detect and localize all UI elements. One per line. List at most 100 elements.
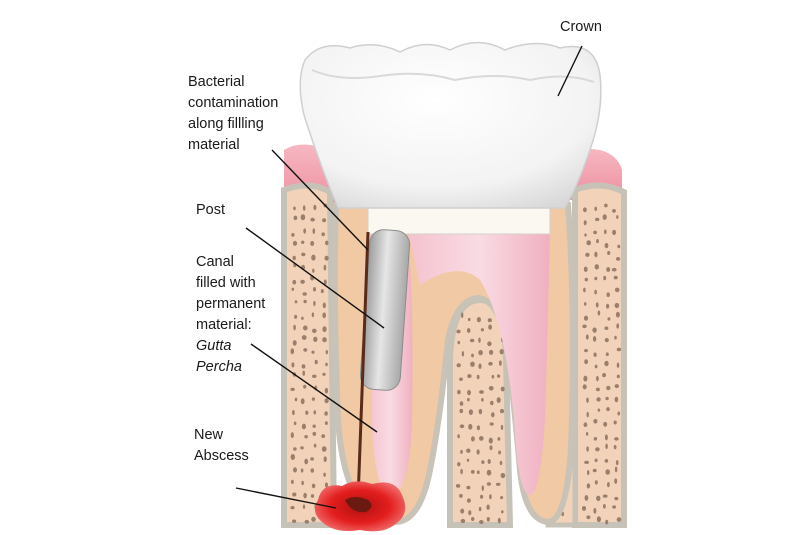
bone-pore bbox=[311, 397, 315, 401]
bone-pore bbox=[603, 504, 606, 509]
bone-pore bbox=[304, 435, 308, 439]
bone-pore bbox=[291, 479, 294, 484]
bone-pore bbox=[322, 302, 326, 309]
bone-pore bbox=[596, 495, 601, 501]
bone-pore bbox=[606, 303, 610, 309]
bone-pore bbox=[605, 519, 609, 525]
bone-pore bbox=[293, 421, 297, 426]
bone-pore bbox=[293, 215, 298, 221]
bone-pore bbox=[594, 289, 597, 295]
bone-pore bbox=[460, 518, 466, 524]
bone-pore bbox=[468, 409, 473, 415]
bone-pore bbox=[616, 517, 622, 522]
bone-pore bbox=[486, 517, 490, 522]
bone-pore bbox=[325, 362, 328, 367]
bone-pore bbox=[455, 484, 461, 488]
bone-pore bbox=[604, 459, 609, 463]
bone-pore bbox=[612, 505, 617, 509]
bone-pore bbox=[488, 437, 493, 444]
bone-pore bbox=[468, 510, 472, 516]
bone-pore bbox=[471, 436, 475, 442]
bone-pore bbox=[616, 257, 621, 261]
bone-pore bbox=[497, 437, 501, 441]
bone-pore bbox=[302, 292, 307, 296]
bone-pore bbox=[301, 423, 306, 430]
bone-pore bbox=[604, 229, 607, 235]
bone-pore bbox=[481, 397, 484, 402]
bone-pore bbox=[311, 254, 316, 261]
bone-pore bbox=[290, 432, 294, 439]
bone-pore bbox=[292, 279, 297, 285]
bone-pore bbox=[290, 454, 295, 460]
bone-pore bbox=[312, 431, 317, 436]
bone-pore bbox=[489, 422, 494, 426]
bone-pore bbox=[499, 460, 503, 466]
bone-pore bbox=[611, 267, 617, 272]
bone-pore bbox=[586, 397, 589, 403]
bone-pore bbox=[602, 214, 607, 220]
bone-pore bbox=[301, 335, 307, 340]
bone-pore bbox=[293, 324, 296, 331]
bone-pore bbox=[491, 374, 495, 379]
bone-pore bbox=[457, 462, 461, 467]
bone-pore bbox=[294, 314, 298, 319]
bone-pore bbox=[321, 446, 327, 452]
bone-pore bbox=[324, 411, 328, 416]
bone-pore bbox=[301, 252, 306, 257]
bone-pore bbox=[481, 460, 485, 464]
bone-pore bbox=[613, 445, 617, 450]
bone-pore bbox=[501, 510, 504, 514]
bone-pore bbox=[310, 494, 315, 498]
bone-pore bbox=[605, 352, 609, 357]
bone-pore bbox=[457, 434, 460, 439]
bone-pore bbox=[607, 317, 611, 321]
bone-pore bbox=[459, 377, 463, 381]
bone-pore bbox=[313, 300, 316, 307]
bone-pore bbox=[583, 302, 587, 306]
bone-pore bbox=[324, 387, 329, 394]
bone-texture bbox=[290, 203, 622, 525]
bone-pore bbox=[478, 506, 482, 512]
bone-pore bbox=[290, 506, 295, 510]
abscess bbox=[314, 481, 406, 532]
bone-pore bbox=[594, 276, 598, 281]
bone-pore bbox=[614, 287, 620, 293]
bone-pore bbox=[313, 410, 317, 415]
bone-pore bbox=[313, 336, 318, 342]
bone-pore bbox=[488, 324, 492, 330]
bone-pore bbox=[312, 374, 317, 378]
bone-pore bbox=[593, 507, 597, 514]
bone-pore bbox=[593, 230, 597, 235]
bone-pore bbox=[595, 217, 600, 222]
bone-pore bbox=[595, 447, 600, 452]
bone-left bbox=[281, 182, 338, 528]
bone-pore bbox=[301, 480, 304, 486]
bone-pore bbox=[500, 496, 504, 500]
bone-pore bbox=[604, 360, 609, 367]
bone-pore bbox=[311, 516, 316, 522]
bone-pore bbox=[466, 458, 470, 462]
bone-pore bbox=[467, 317, 471, 322]
bone-pore bbox=[605, 396, 609, 401]
bone-pore bbox=[583, 220, 587, 226]
bone-pore bbox=[322, 372, 326, 376]
bone-pore bbox=[314, 359, 318, 365]
bone-pore bbox=[311, 350, 315, 354]
leader-post bbox=[245, 227, 385, 329]
bone-pore bbox=[478, 363, 482, 370]
bone-pore bbox=[479, 390, 484, 394]
bone-pore bbox=[597, 310, 601, 316]
bone-pore bbox=[478, 350, 483, 356]
bone-pore bbox=[310, 468, 315, 473]
bone-pore bbox=[320, 289, 324, 294]
bone-pore bbox=[481, 485, 484, 491]
bone-pore bbox=[312, 268, 315, 273]
bone-pore bbox=[310, 457, 314, 461]
bone-pore bbox=[467, 389, 471, 396]
bone-pore bbox=[615, 311, 620, 318]
bone-pore bbox=[291, 287, 295, 291]
bone-pore bbox=[487, 318, 492, 323]
bone-pore bbox=[585, 334, 589, 340]
bone-pore bbox=[594, 264, 599, 270]
